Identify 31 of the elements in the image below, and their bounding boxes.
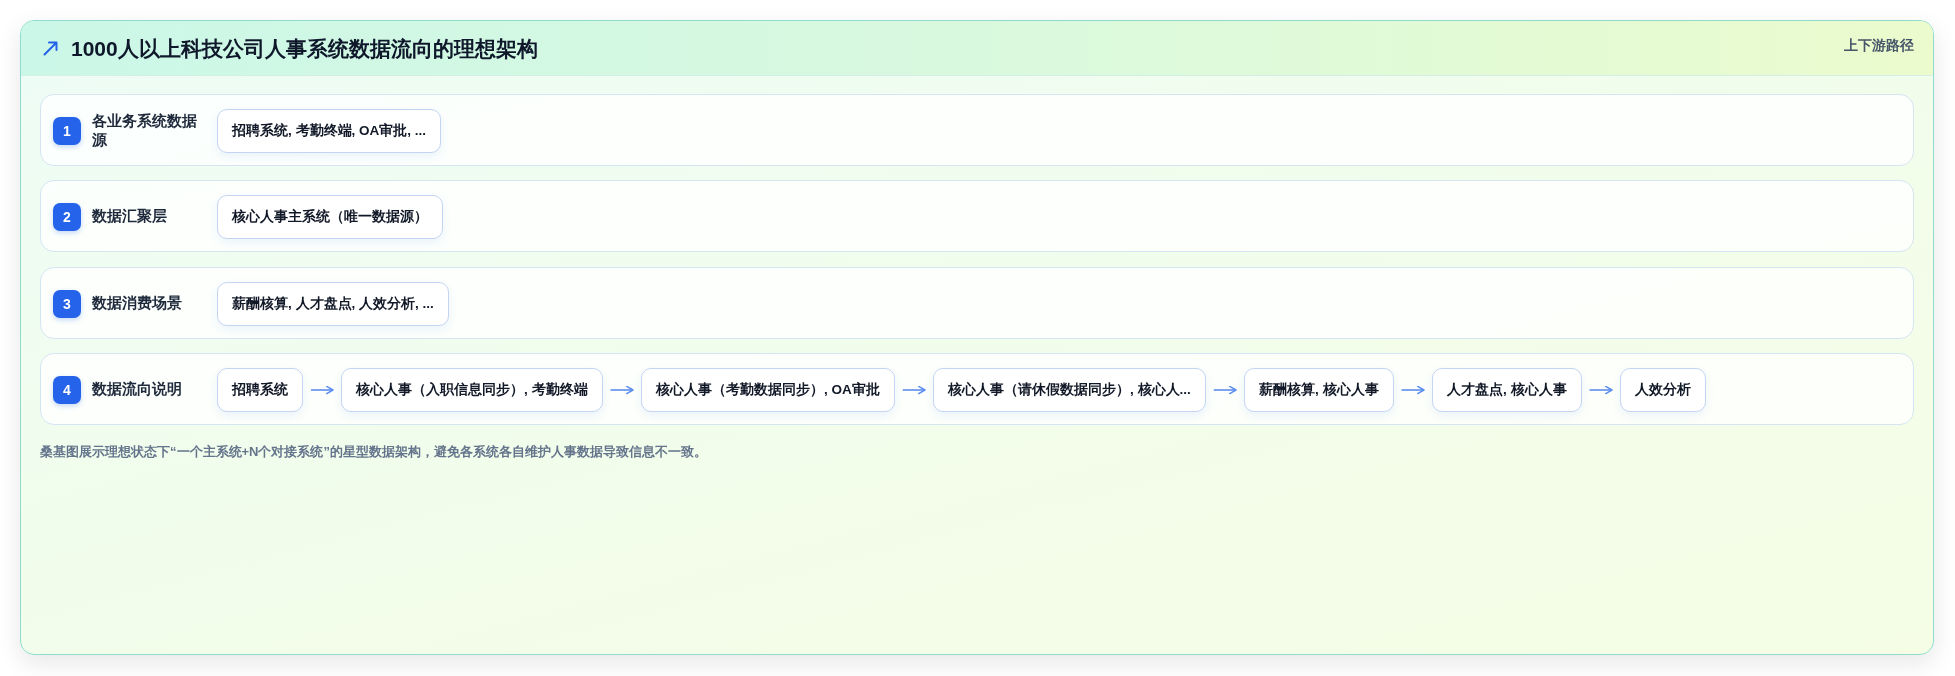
title: 1000人以上科技公司人事系统数据流向的理想架构: [71, 35, 538, 61]
item-box: 薪酬核算, 人才盘点, 人效分析, ...: [217, 282, 449, 326]
item-box: 核心人事（入职信息同步）, 考勤终端: [341, 368, 603, 412]
item-box: 薪酬核算, 核心人事: [1244, 368, 1394, 412]
arrow: [901, 385, 926, 395]
number-badge: 1: [53, 117, 81, 145]
item-box: 人才盘点, 核心人事: [1432, 368, 1582, 412]
item-box: 招聘系统: [217, 368, 303, 412]
row-panel: [40, 353, 1914, 425]
arrow: [1588, 385, 1613, 395]
header-label: 上下游路径: [1844, 36, 1914, 54]
row-panel: [40, 267, 1914, 339]
item-box: 核心人事主系统（唯一数据源）: [217, 195, 443, 239]
row-label: 数据汇聚层: [92, 206, 168, 226]
arrow: [1400, 385, 1425, 395]
caption: 桑基图展示理想状态下“一个主系统+N个对接系统”的星型数据架构，避免各系统各自维护人事数据导致信息不一致。: [40, 443, 707, 461]
item-box: 人效分析: [1620, 368, 1706, 412]
number-badge: 3: [53, 290, 81, 318]
row-panel: [40, 180, 1914, 252]
item-box: 核心人事（请休假数据同步）, 核心人...: [933, 368, 1206, 412]
arrow: [1212, 385, 1237, 395]
row-label: 数据流向说明: [92, 379, 183, 399]
row-panel: [40, 94, 1914, 166]
row-label: 各业务系统数据源: [92, 110, 198, 150]
item-box: 招聘系统, 考勤终端, OA审批, ...: [217, 109, 441, 153]
item-box: 核心人事（考勤数据同步）, OA审批: [641, 368, 895, 412]
number-badge: 4: [53, 376, 81, 404]
row-label: 数据消费场景: [92, 293, 183, 313]
number-badge: 2: [53, 203, 81, 231]
arrow: [310, 385, 334, 395]
arrow: [609, 385, 634, 395]
